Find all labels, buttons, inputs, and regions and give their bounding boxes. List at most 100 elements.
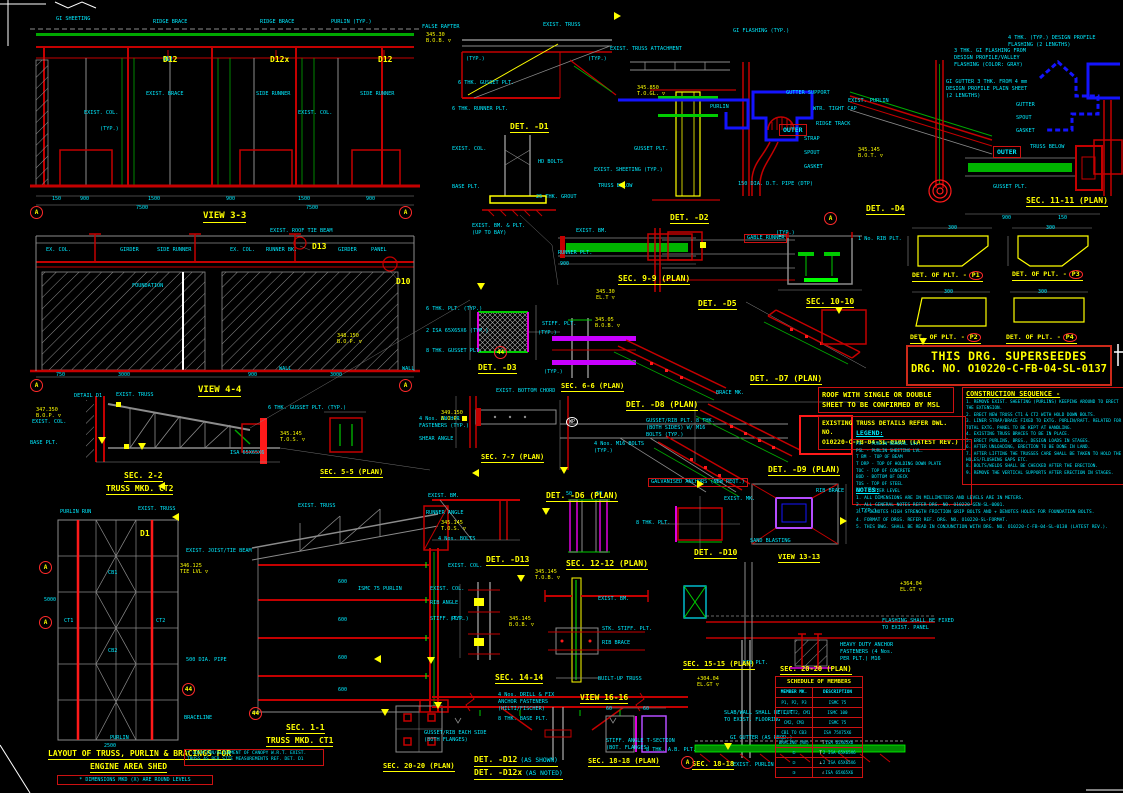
view-4-4-drawing [30, 233, 420, 378]
annotation-label: DETAIL D1 [74, 393, 103, 399]
dimension-label: 150 [1058, 215, 1068, 221]
annotation-label: RIDGE BRACE [153, 19, 188, 25]
annotation-label: GI SHEETING [56, 16, 91, 22]
member-mark-label: D1 [140, 529, 150, 538]
annotation-label: STRAP [804, 136, 820, 142]
annotation-label: (TYP.) [538, 330, 557, 336]
annotation-label: EX. COL. [230, 247, 255, 253]
legend-item: GT - GUTTER LEVEL [856, 488, 900, 494]
schedule-cell-description: ISMC 75 [828, 700, 847, 705]
dimension-label: 900 [226, 196, 236, 202]
annotation-label: DESIGN PROFILE PLAIN SHEET [946, 86, 1028, 92]
sec-18-18-plan-drawing [605, 707, 667, 753]
grid-bubble: A [824, 212, 837, 225]
exist-note-line1: EXISTING TRUSS DETAILS REFER DWL. NO. [822, 420, 948, 437]
section-title: VIEW 4-4 [198, 385, 242, 398]
dimension-label: 900 [80, 196, 90, 202]
section-title: DET. -D9 (PLAN) [768, 465, 841, 477]
section-title: SEC. 18-18 [692, 760, 735, 771]
section-title: DET. OF PLT. -P4 [1006, 333, 1077, 344]
legend-item: BOD - BOTTOM OF DECK [856, 475, 908, 481]
schedule-cell-member: CT1, CT2, CM1 [776, 708, 813, 717]
legend-item: PR. - PURLIN REMOVAL LVL. [856, 442, 921, 447]
sec-11-11-drawing [965, 145, 1103, 215]
annotation-label: SHEAR ANGLE [419, 436, 454, 442]
section-title: ENGINE AREA SHED [90, 762, 168, 774]
flow-arrow-icon [434, 702, 442, 709]
annotation-label: EXIST. JOIST/TIE BEAM [186, 548, 252, 554]
section-title: SEC. 6-6 (PLAN) [561, 382, 625, 393]
flow-arrow-icon [835, 307, 843, 314]
annotation-label: WALL [279, 366, 292, 372]
annotation-label: CB2 [108, 648, 118, 654]
section-title: SEC. 1-1 [286, 723, 325, 735]
existing-truss-note: EXISTING TRUSS DETAILS REFER DWL. NO. O1… [818, 416, 966, 451]
annotation-label: 6 THK. GUSSET PLT. (TYP.) [268, 405, 347, 411]
annotation-label: GUSSET/RIB EACH SIDE [424, 730, 487, 736]
det-d5-drawing [654, 228, 795, 292]
dimension-label: 300 [944, 289, 954, 295]
grid-bubble: A [681, 756, 694, 769]
supersedes-note: THIS DRG. SUPERSEEDES DRG. NO. O10220-C-… [906, 345, 1112, 386]
annotation-label: EXIST. MK. [724, 496, 756, 502]
legend-box: PR. - PURLIN REMOVAL LVL.PSL - PURLIN SH… [852, 439, 972, 505]
annotation-label: 4 THK. (TYP.) DESIGN PROFILE [1008, 35, 1096, 41]
annotation-label: 4 Nos. BOLTS [438, 536, 476, 542]
annotation-label: STIFF. PLT. [430, 616, 465, 622]
flow-arrow-icon [381, 709, 389, 716]
construction-sequence-item: 3. LINER STRAP/BRACE FIXED TO EXTG. PURL… [966, 419, 1122, 431]
supersedes-line1: THIS DRG. SUPERSEEDES [931, 349, 1087, 363]
sec-12-12-drawing [568, 499, 610, 553]
schedule-cell-description: TISA 65X65X6 [821, 740, 854, 745]
legend-item: T DRP - TOP OF HOLDING DOWN PLATE [856, 461, 942, 467]
schedule-cell-description: ∠ISA 65X65X6 [821, 770, 854, 775]
schedule-cell-member: BRACING (RB) [776, 738, 813, 747]
annotation-label: SLAB/WALL SHALL BE CUT [724, 710, 793, 716]
notes-item: 1. ALL DIMENSIONS ARE IN MILLIMETERS AND… [856, 496, 1024, 501]
annotation-label: 6 THK. PLT. (TYP.) [426, 306, 483, 312]
layout-dimension-note: * DIMENSIONS MKD (X) ARE ROUND LEVELS [57, 775, 213, 785]
dimension-label: 750 [56, 372, 66, 378]
annotation-label: D12 [163, 56, 173, 62]
annotation-label: EXIST. COL. [298, 110, 333, 116]
sec-14-14-drawing [459, 582, 500, 660]
sec-18-18-drawing [694, 640, 906, 763]
section-title: DET. -D2 [670, 213, 709, 225]
annotation-label: EXIST. BM. & PLT. [472, 223, 526, 229]
annotation-label: WALL [402, 366, 415, 372]
sec-20-20-right-drawing [790, 633, 832, 670]
section-title: LAYOUT OF TRUSS, PURLIN & BRACINGS FOR [48, 749, 232, 761]
annotation-label: (TYP.) [100, 126, 119, 132]
annotation-label: EXIST. TRUSS [138, 506, 176, 512]
legend-item: PSL - PURLIN SHEETING LVL. [856, 448, 924, 454]
supersedes-line2: DRG. NO. O10220-C-FB-04-SL-0137 [911, 363, 1107, 375]
annotation-label: FLASHING SHALL BE FIXED [882, 618, 954, 624]
grid-bubble: A [399, 206, 412, 219]
construction-sequence-item: 1. REMOVE EXIST. SHEETING (PURLINS) KEEP… [966, 400, 1119, 412]
schedule-cell-member: P1, P2, P3 [776, 698, 813, 707]
det-d1-drawing [461, 39, 617, 99]
grid-bubble: A [399, 379, 412, 392]
section-title: TRUSS MKD. CT2 [106, 484, 174, 496]
dimension-label: 300 [948, 225, 958, 231]
det-d13-drawing [432, 499, 520, 541]
annotation-label: WTR. TIGHT CAP [813, 106, 857, 112]
notes-items: 1. ALL DIMENSIONS ARE IN MILLIMETERS AND… [856, 495, 1122, 531]
construction-sequence-item: 7. AFTER LIFTING THE TRUSSES CARE SHALL … [966, 451, 1122, 463]
schedule-title: SCHEDULE OF MEMBERS [776, 677, 862, 688]
notes-item: 3. o DENOTES HIGH STRENGTH FRICTION GRIP… [856, 510, 1095, 516]
legend-item: T BM - TOP OF BEAM [856, 455, 903, 461]
annotation-label: FLASHING (COLOR: GRAY) [954, 62, 1023, 68]
annotation-label: ISA 65X65X6 [230, 450, 265, 456]
schedule-cell-member: CM2, CM3 [776, 718, 813, 727]
annotation-label: SIDE RUNNER [360, 91, 395, 97]
dimension-label: 5000 [44, 597, 57, 603]
section-title: SEC. 20-20 (PLAN) [383, 762, 455, 773]
construction-sequence-item: 8. BOLTS/WELDS SHALL BE CHECKED AFTER TH… [966, 464, 1098, 470]
